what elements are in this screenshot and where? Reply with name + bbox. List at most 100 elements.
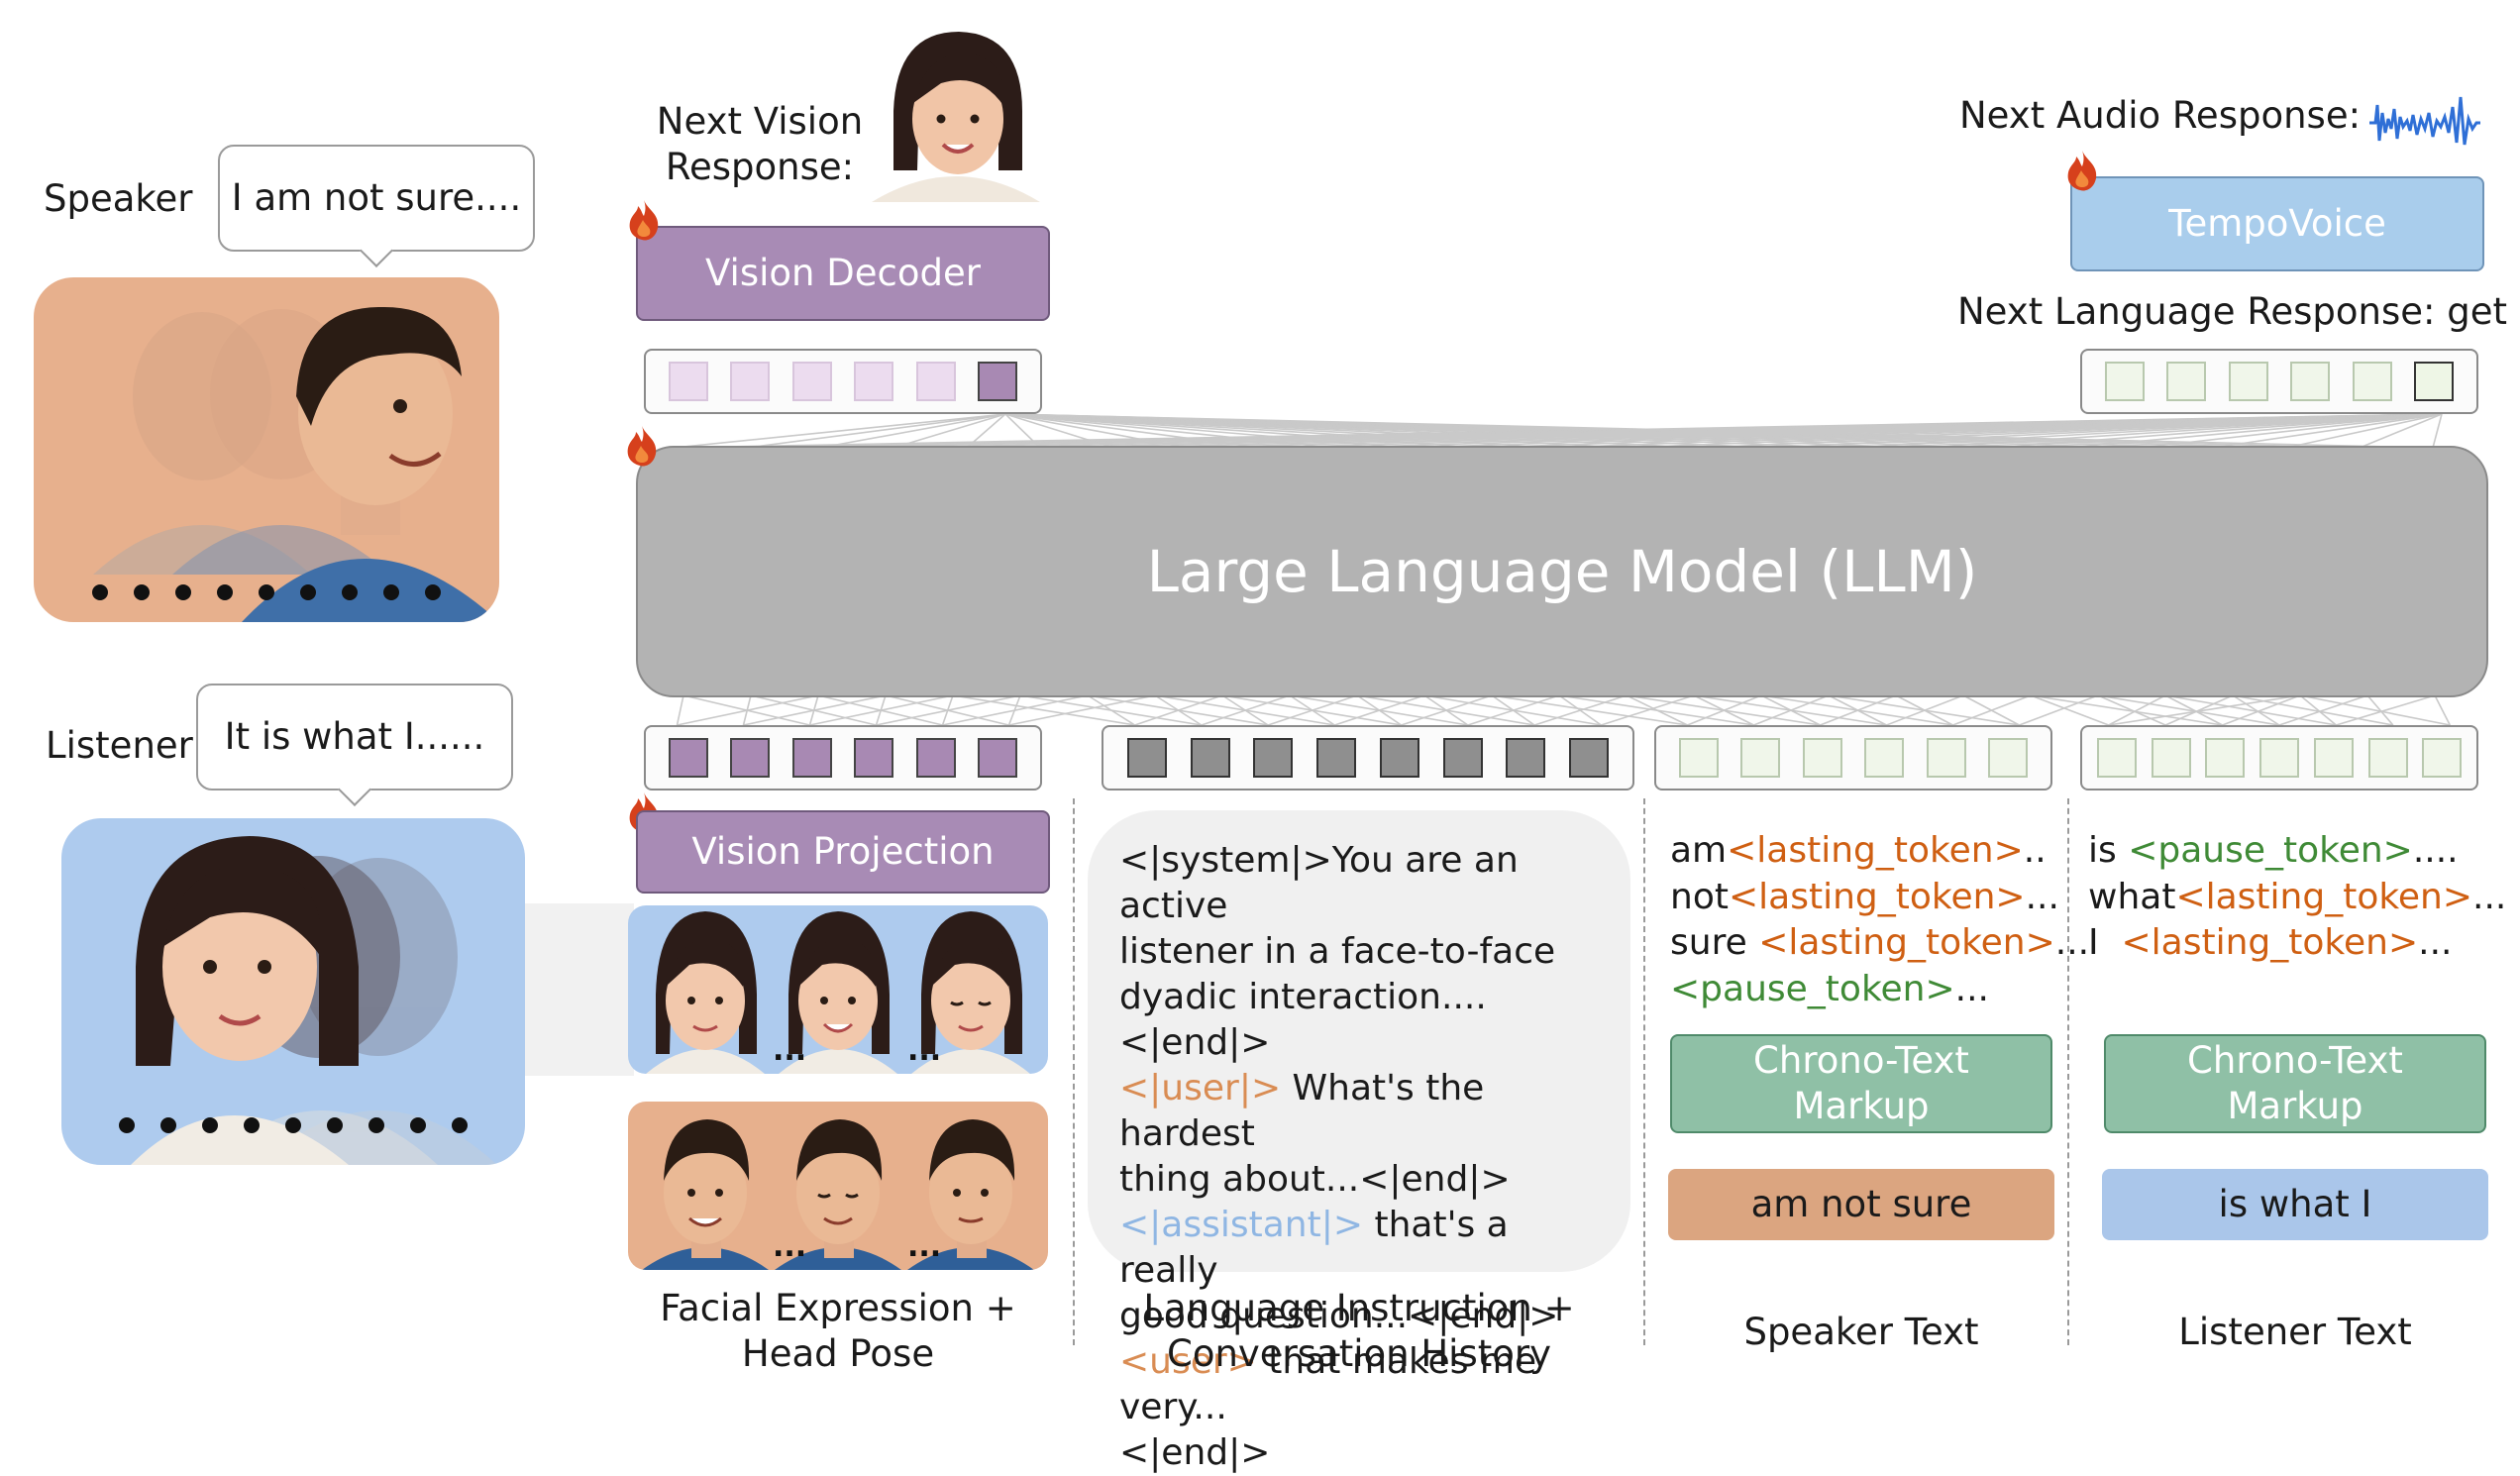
connection-lines <box>525 413 2451 1076</box>
listener-text-token-strip <box>2080 725 2478 791</box>
connection-line <box>1992 413 2443 449</box>
connection-line <box>1626 694 1821 726</box>
connection-line <box>952 694 1135 726</box>
llm-label: Large Language Model (LLM) <box>1146 538 1978 605</box>
ellipsis: ... <box>2418 922 2453 963</box>
connection-line <box>2232 694 2394 726</box>
user-tag: <|user|> <box>1119 1068 1282 1108</box>
word: what <box>2088 876 2176 917</box>
token-line: what<lasting_token>... <box>2088 875 2506 921</box>
facial-expression-caption: Facial Expression + Head Pose <box>628 1286 1048 1377</box>
language-output-token <box>2228 362 2268 401</box>
speaker-label: Speaker <box>44 177 193 220</box>
speaker-face-avatar-icon <box>93 306 499 622</box>
listener-text-caption: Listener Text <box>2178 1311 2412 1353</box>
next-language-response-label: Next Language Response: get <box>1957 290 2507 333</box>
connection-line <box>2336 694 2436 726</box>
connection-line <box>673 413 1006 449</box>
svg-text:...: ... <box>907 1033 941 1068</box>
listener-text-token <box>2422 738 2463 778</box>
next-vision-response-label: Next Vision Response: <box>656 99 864 190</box>
language-output-token <box>2352 362 2392 401</box>
vision-input-token <box>915 738 956 778</box>
listener-timeline-dots <box>61 1117 525 1133</box>
connection-line <box>1007 694 1021 726</box>
listener-speech-bubble: It is what I...... <box>196 684 513 791</box>
instruction-line: <|end|> <box>1119 1432 1271 1473</box>
chrono-markup-line2: Markup <box>1793 1085 1930 1127</box>
connection-line <box>1962 694 2020 726</box>
caption-line2: Conversation History <box>1166 1332 1551 1375</box>
lasting-token: <lasting_token> <box>1758 922 2055 963</box>
speaker-face-frames-face-avatar-icon: ... ... <box>642 1119 1034 1270</box>
connection-line <box>746 413 1006 449</box>
vision-input-token-strip <box>644 725 1042 791</box>
speaker-text-token <box>1740 738 1781 778</box>
word: I <box>2088 922 2122 963</box>
lasting-token: <lasting_token> <box>2121 922 2419 963</box>
connection-line <box>2212 413 2443 449</box>
vision-input-token <box>668 738 708 778</box>
connection-line <box>1087 694 1269 726</box>
connection-line <box>682 694 810 726</box>
fire-icon <box>2067 151 2097 191</box>
connection-line <box>2108 694 2301 726</box>
speaker-text-token <box>1802 738 1842 778</box>
ellipsis: ... <box>1954 968 1989 1009</box>
speaker-speech-bubble: I am not sure.... <box>218 145 535 252</box>
language-output-token <box>2166 362 2207 401</box>
speaker-text-caption: Speaker Text <box>1743 1311 1979 1353</box>
connection-line <box>2108 694 2166 726</box>
connection-line <box>2432 413 2443 449</box>
language-input-token <box>1569 738 1610 778</box>
listener-face-frames-face-avatar-icon: ... ... <box>646 911 1030 1074</box>
connection-line <box>1154 694 1335 726</box>
caption-line1: Language Instruction + <box>1143 1287 1575 1329</box>
vision-output-token <box>791 362 832 401</box>
fire-icon <box>629 200 659 241</box>
instruction-line: thing about...<|end|> <box>1119 1159 1511 1200</box>
separator-1 <box>1073 798 1075 1345</box>
listener-text-token <box>2367 738 2408 778</box>
connection-line <box>2065 413 2443 449</box>
connection-line <box>2030 694 2223 726</box>
connection-line <box>676 694 684 726</box>
speaker-text-token <box>1678 738 1719 778</box>
listener-face-frames: ... ... <box>628 905 1048 1074</box>
pause-token: <pause_token> <box>1670 968 1955 1009</box>
connection-line <box>750 694 877 726</box>
connection-line <box>2222 694 2301 726</box>
vision-output-token <box>730 362 771 401</box>
ellipsis: .... <box>2412 830 2459 871</box>
token-line: I <lasting_token>... <box>2088 920 2506 967</box>
connection-line <box>2019 694 2099 726</box>
connection-line <box>2232 694 2280 726</box>
listener-text-token <box>2313 738 2354 778</box>
speaker-chrono-text-markup-module: Chrono-Text Markup <box>1670 1034 2052 1133</box>
vision-input-token <box>978 738 1018 778</box>
vision-output-token <box>915 362 956 401</box>
connection-line <box>1491 694 1688 726</box>
vision-output-token-active <box>978 362 1018 401</box>
fire-icon <box>627 426 657 467</box>
connection-line <box>885 694 1009 726</box>
next-vision-response-line1: Next Vision <box>656 100 864 143</box>
connection-line <box>2097 694 2166 726</box>
connection-line <box>2278 694 2368 726</box>
token-line: am<lasting_token>.. <box>1670 828 2089 875</box>
instruction-line: good question...<|end|> <box>1119 1296 1559 1336</box>
connection-line <box>2366 694 2394 726</box>
token-line: not<lasting_token>... <box>1670 875 2089 921</box>
listener-avatar-panel <box>61 818 525 1165</box>
language-input-token <box>1506 738 1546 778</box>
waveform-icon <box>2369 96 2480 146</box>
vision-input-token <box>730 738 771 778</box>
ellipsis: ... <box>2054 922 2090 963</box>
language-instruction-block: <|system|>You are an active listener in … <box>1088 810 1630 1473</box>
listener-text-token <box>2205 738 2246 778</box>
word: is <box>2088 830 2129 871</box>
connection-line <box>892 413 1006 449</box>
word: sure <box>1670 922 1759 963</box>
instruction-line: <|assistant|> that's a really <box>1119 1203 1607 1294</box>
caption-line2: Head Pose <box>741 1332 935 1375</box>
